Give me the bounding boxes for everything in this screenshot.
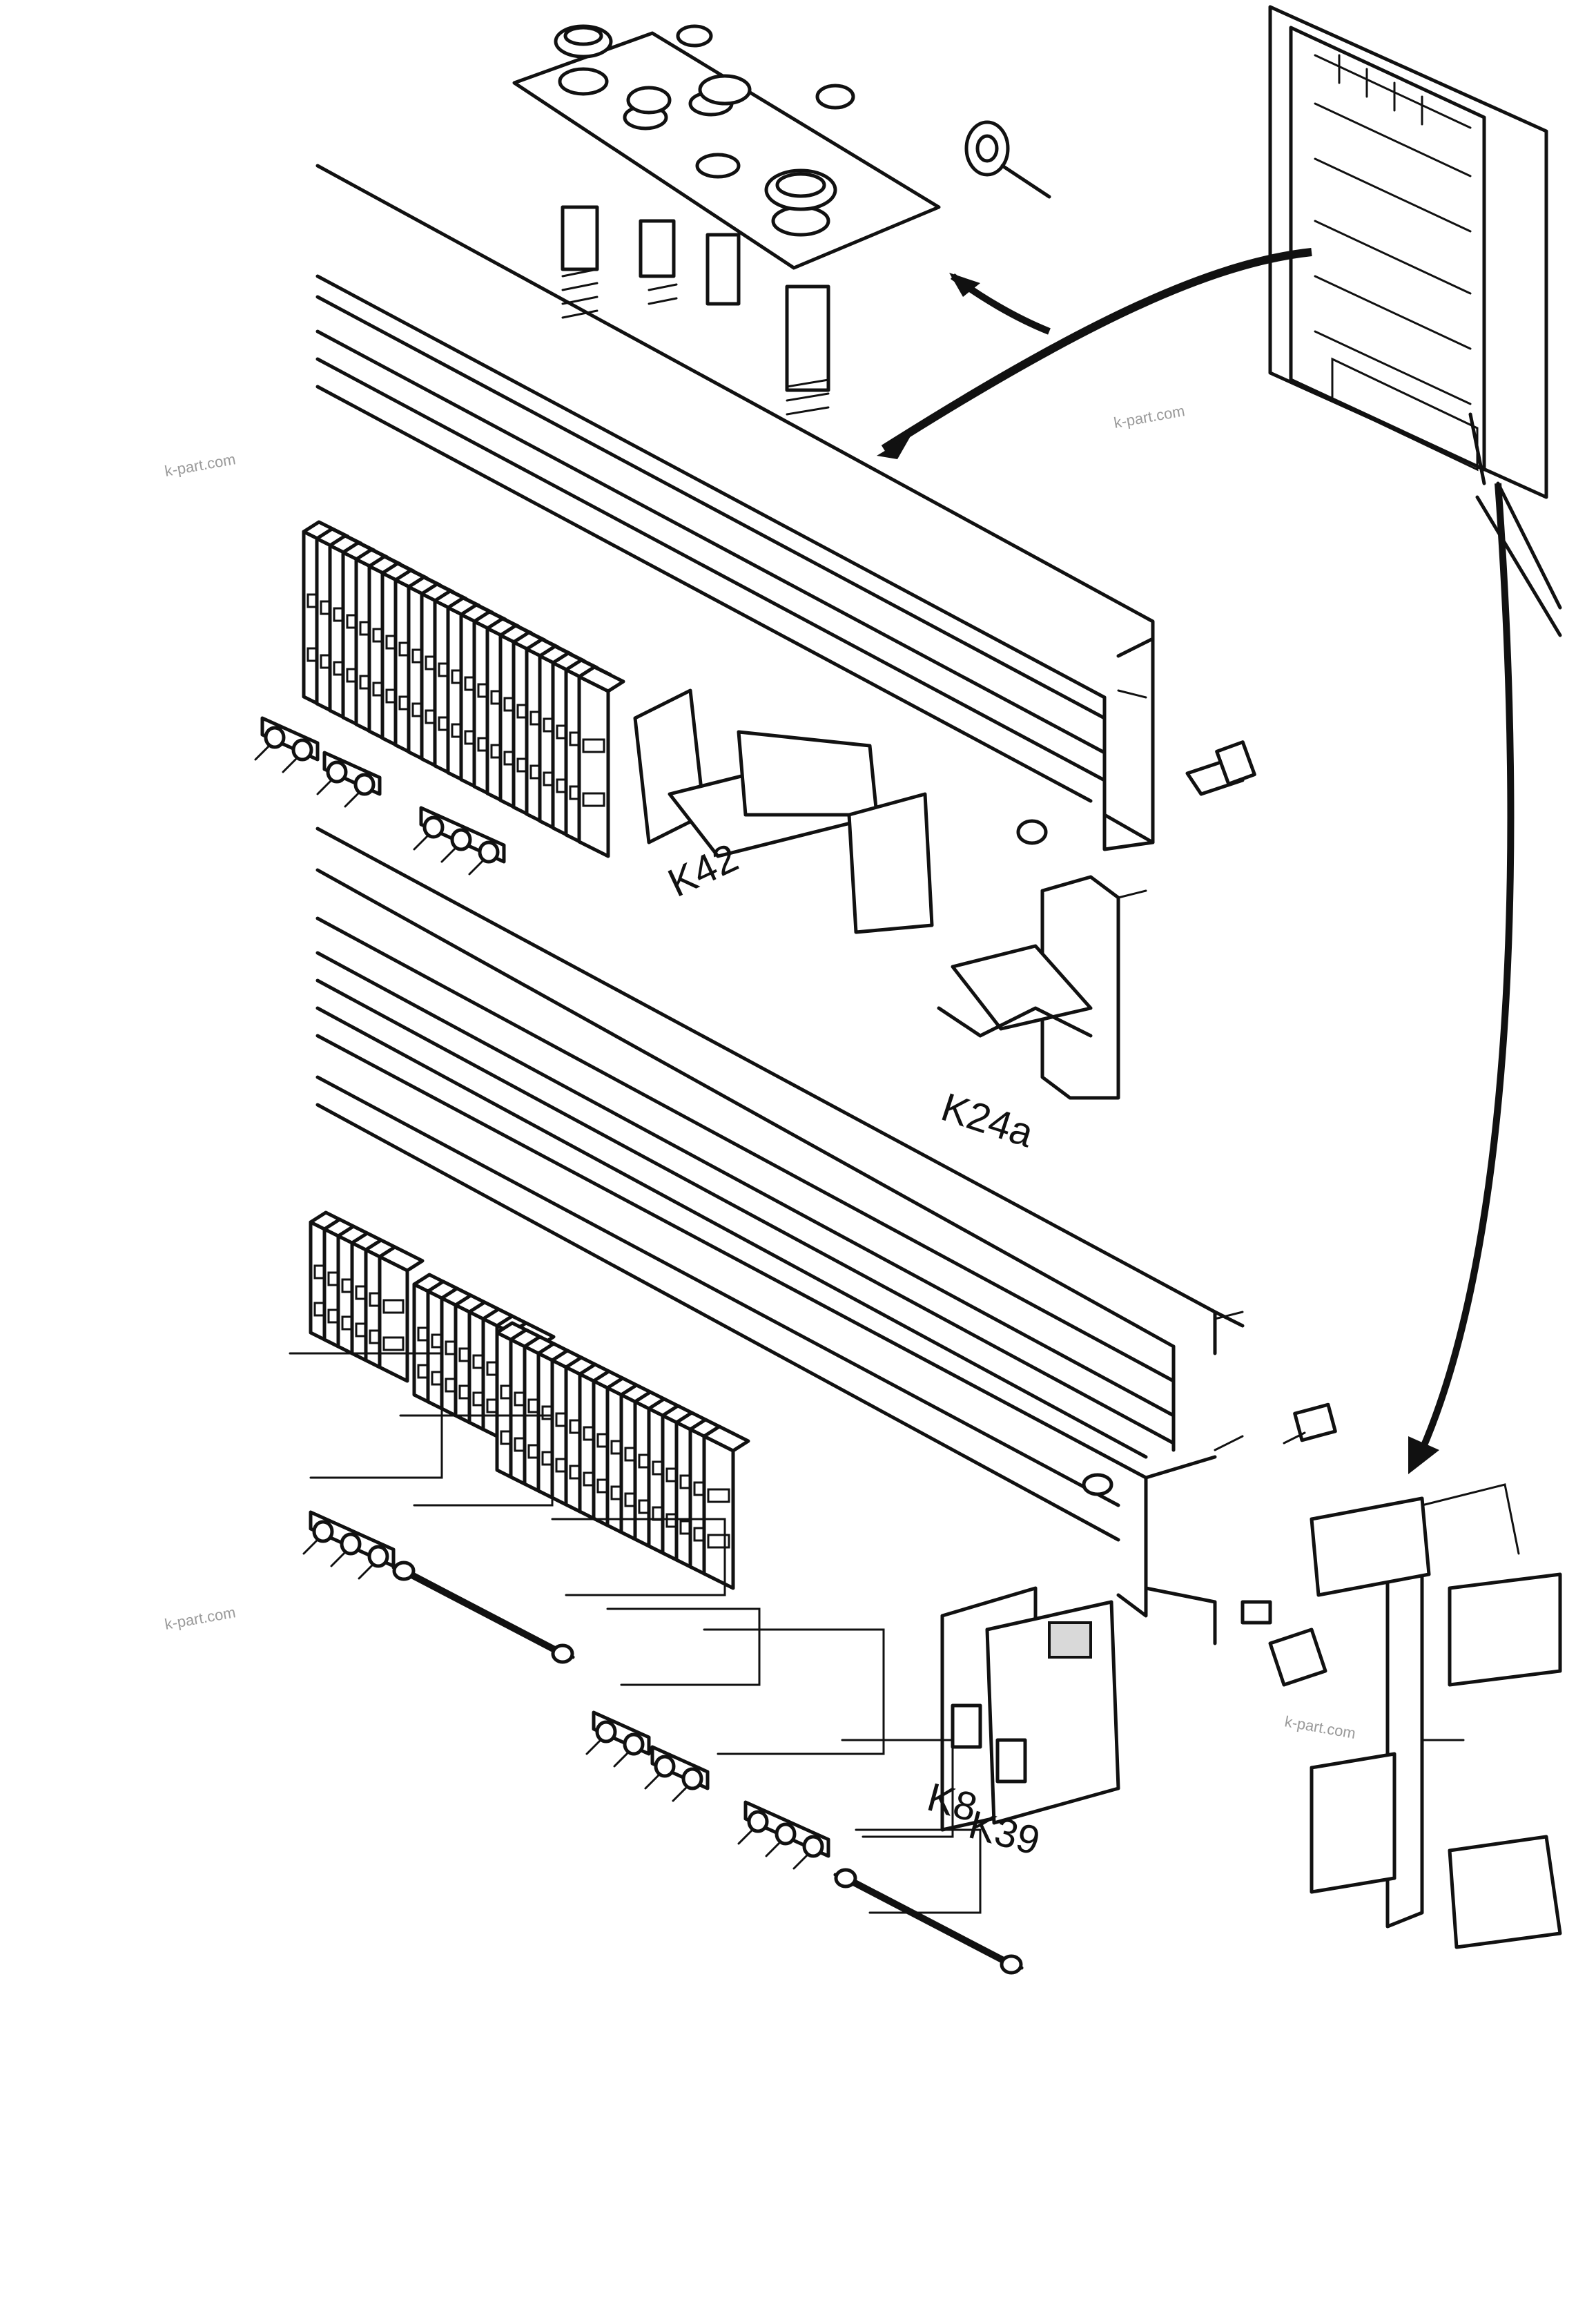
plug-bridge xyxy=(413,806,506,876)
relay-k24a: K24a xyxy=(936,875,1120,1157)
terminal-block xyxy=(702,1424,750,1590)
terminal-block xyxy=(577,665,625,858)
plug-bridges xyxy=(254,716,830,1870)
relay-socket-k42: K42 xyxy=(633,688,934,934)
leader-lines xyxy=(289,689,1520,1914)
rail-mounting-bracket xyxy=(1240,1496,1562,1949)
watermark-4: k-part.com xyxy=(1283,1712,1357,1742)
terminal-block xyxy=(378,1245,425,1383)
screw-lower xyxy=(1082,1402,1337,1496)
plug-bridge xyxy=(302,1510,396,1580)
terminal-block-row-upper xyxy=(302,520,625,858)
label-k24a: K24a xyxy=(936,1085,1040,1157)
din-rail-upper xyxy=(315,164,1155,851)
watermark-3: k-part.com xyxy=(164,1603,237,1633)
plug-bridge xyxy=(585,1710,651,1768)
din-rail-middle xyxy=(315,827,1245,1459)
arrow-to-gland-plate xyxy=(877,248,1312,459)
plug-bridge xyxy=(644,1745,710,1802)
end-bar-lower-left xyxy=(391,1561,575,1664)
screw-upper xyxy=(1016,740,1256,845)
plug-bridge xyxy=(254,716,320,773)
watermark-1: k-part.com xyxy=(164,450,237,480)
electrical-cabinet xyxy=(1268,5,1562,637)
cable-gland-plate xyxy=(512,24,941,416)
plug-bridge xyxy=(737,1800,830,1870)
cabinet-key xyxy=(964,120,1051,199)
end-bar-lower-right xyxy=(833,1868,1024,1975)
watermark-2: k-part.com xyxy=(1113,402,1187,432)
plug-bridge xyxy=(316,751,382,808)
terminal-block-row-lower xyxy=(309,1210,750,1590)
din-rail-lower xyxy=(315,1034,1217,1645)
arrow-to-rail-bracket xyxy=(1408,483,1515,1474)
